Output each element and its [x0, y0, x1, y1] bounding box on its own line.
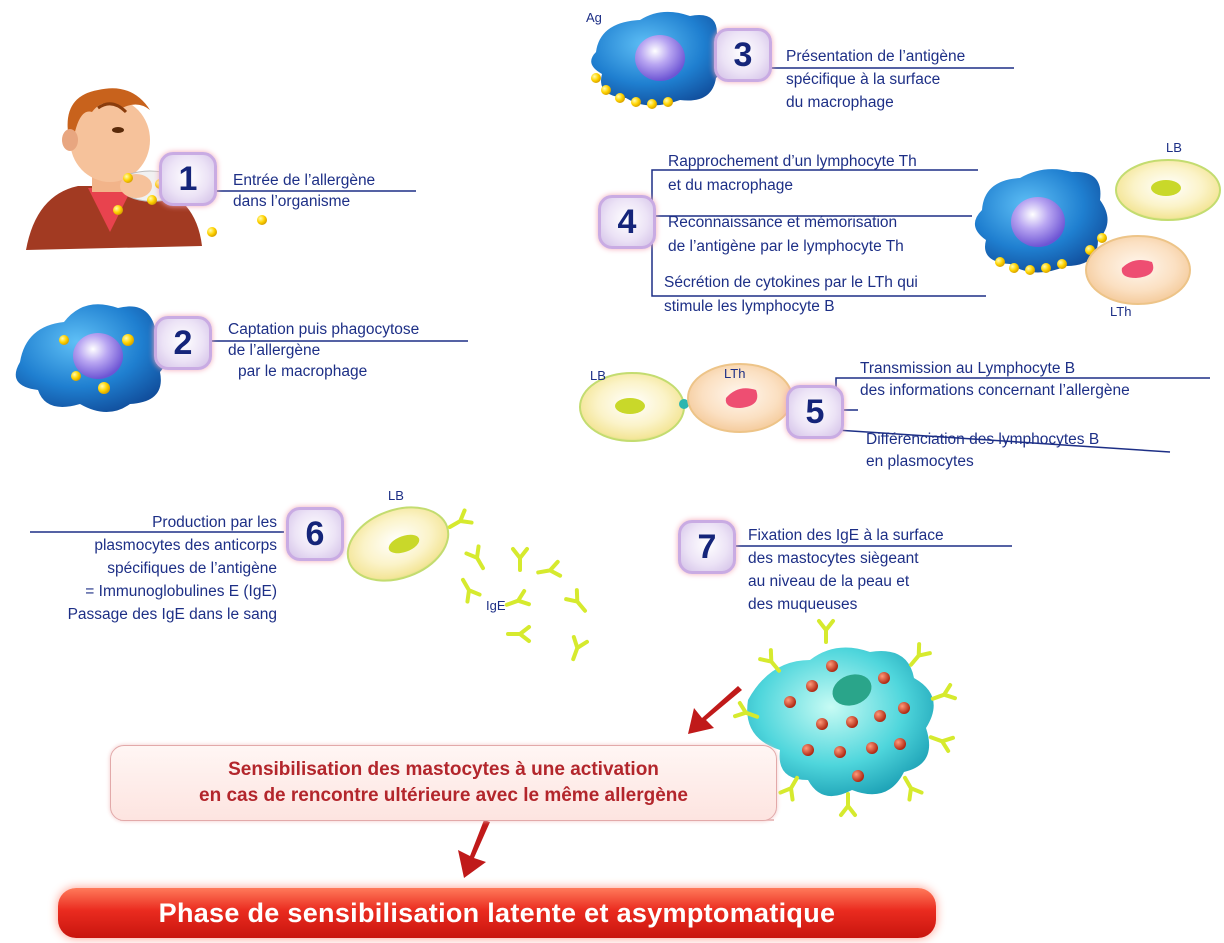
arrow-icon-down-left	[688, 686, 742, 734]
label-lth-step5: LTh	[724, 366, 746, 381]
arrow-icon-down	[458, 820, 490, 878]
cells-illustration-step4	[974, 159, 1221, 305]
plasmocyte-illustration-step6	[346, 506, 593, 664]
label-ag: Ag	[586, 10, 602, 25]
step-1-badge: 1	[159, 152, 217, 206]
label-lth-step4: LTh	[1110, 304, 1132, 319]
summary-line-1: Sensibilisation des mastocytes à une act…	[228, 759, 659, 780]
summary-box: Sensibilisation des mastocytes à une act…	[110, 745, 777, 821]
step-2-badge: 2	[154, 316, 212, 370]
conclusion-banner: Phase de sensibilisation latente et asym…	[58, 888, 936, 938]
mastocyte-illustration-step7	[733, 619, 957, 817]
summary-line-2: en cas de rencontre ultérieure avec le m…	[199, 785, 688, 806]
label-lb-step4: LB	[1166, 140, 1182, 155]
label-lb-step5: LB	[590, 368, 606, 383]
person-illustration	[26, 88, 267, 250]
cells-illustration-step5	[579, 363, 793, 442]
step-5-badge: 5	[786, 385, 844, 439]
macrophage-illustration-step3	[591, 11, 728, 109]
label-ige: IgE	[486, 598, 506, 613]
step-4-badge: 4	[598, 195, 656, 249]
step-6-badge: 6	[286, 507, 344, 561]
macrophage-illustration-step2	[15, 304, 170, 412]
label-lb-step6: LB	[388, 488, 404, 503]
step-7-badge: 7	[678, 520, 736, 574]
step-3-badge: 3	[714, 28, 772, 82]
